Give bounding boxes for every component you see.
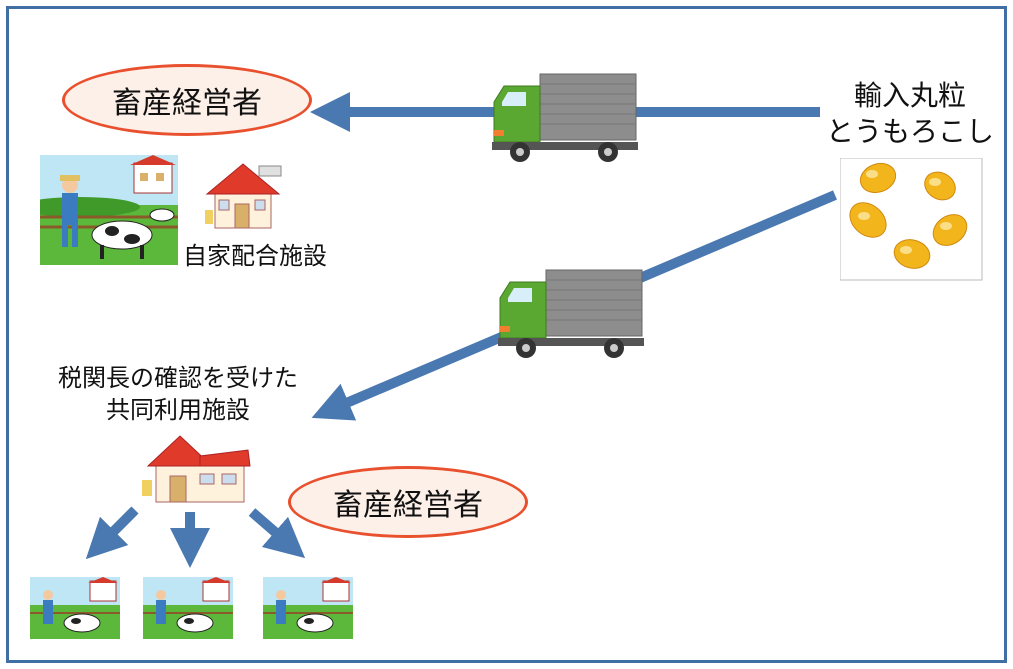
truck-icon-diagonal xyxy=(498,269,644,358)
farm-scene-icon-small-1 xyxy=(30,577,120,639)
imported-corn-line2: とうもろこし xyxy=(825,115,994,148)
shared-facility-line1: 税関長の確認を受けた xyxy=(58,364,298,392)
shared-facility-line2: 共同利用施設 xyxy=(106,396,250,424)
farm-scene-icon-small-3 xyxy=(263,577,353,639)
shared-facility-label: 税関長の確認を受けた 共同利用施設 xyxy=(28,362,328,426)
arrow-to-farm-right xyxy=(248,508,306,559)
corn-kernels-icon xyxy=(840,158,983,281)
house-icon-own xyxy=(205,163,282,229)
farm-operator-label-top: 畜産経営者 xyxy=(112,86,262,121)
imported-corn-label: 輸入丸粒 とうもろこし xyxy=(820,78,1000,150)
farm-operator-label-bottom: 畜産経営者 xyxy=(333,488,483,523)
own-mixing-facility-label: 自家配合施設 xyxy=(183,242,327,270)
house-icon-shared xyxy=(142,435,251,503)
arrow-to-farm-left xyxy=(85,506,139,560)
imported-corn-line1: 輸入丸粒 xyxy=(853,79,966,112)
truck-icon-top xyxy=(492,73,638,162)
farm-operator-oval-top: 畜産経営者 xyxy=(62,64,312,136)
farm-operator-oval-bottom: 畜産経営者 xyxy=(288,466,528,538)
farm-scene-icon-large xyxy=(40,155,178,265)
farm-scene-icon-small-2 xyxy=(143,577,233,639)
